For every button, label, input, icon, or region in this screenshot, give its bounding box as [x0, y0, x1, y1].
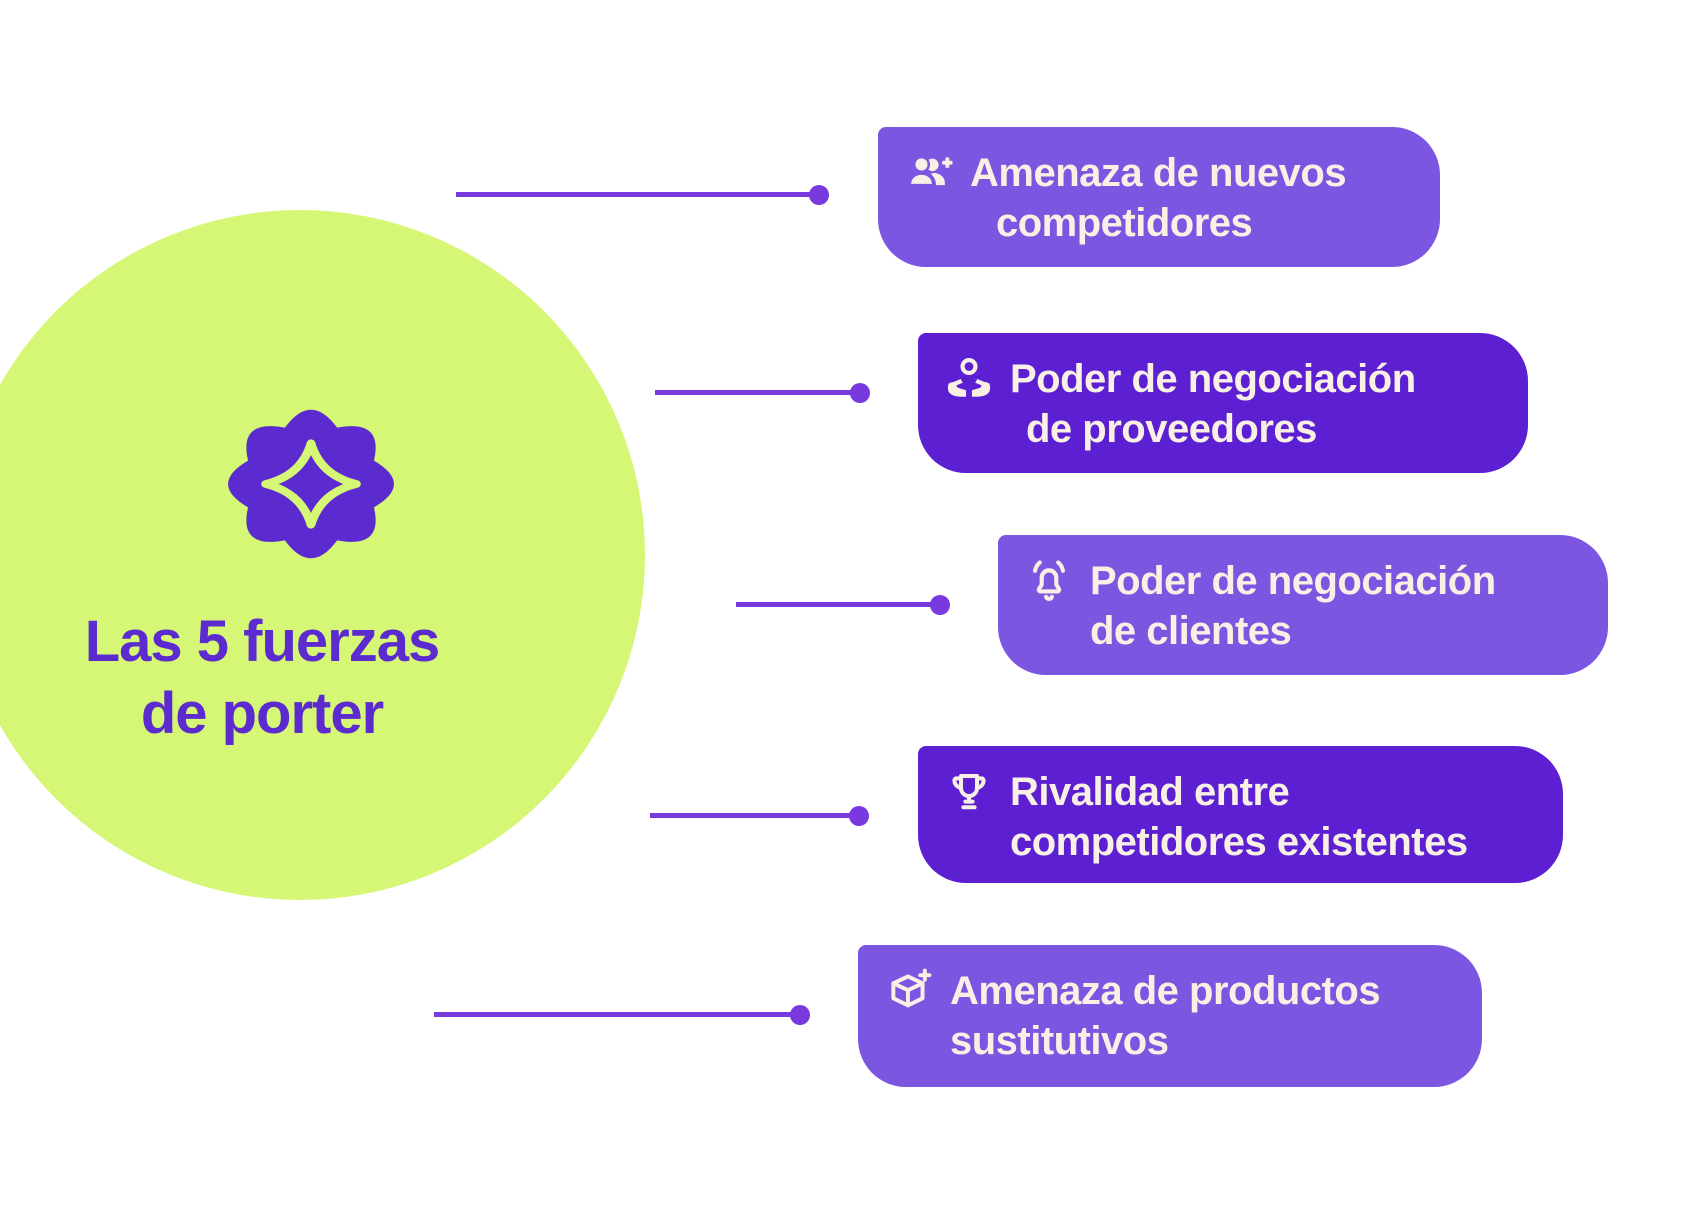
- force-box-nuevos-competidores: Amenaza de nuevos competidores: [878, 127, 1440, 267]
- diagram-title: Las 5 fuerzas de porter: [12, 606, 512, 750]
- force-label: Poder de negociación de clientes: [1090, 556, 1496, 656]
- connector-dot: [849, 806, 869, 826]
- force-label-line-2: de proveedores: [1026, 407, 1317, 451]
- connector-line: [655, 390, 860, 395]
- trophy-icon: [944, 767, 994, 817]
- force-label: Amenaza de nuevos competidores: [970, 148, 1347, 248]
- force-label-line-1: Amenaza de productos: [950, 969, 1381, 1013]
- connector-line: [456, 192, 819, 197]
- force-label-line-1: Poder de negociación: [1010, 357, 1416, 401]
- connector-line: [736, 602, 940, 607]
- force-label: Rivalidad entre competidores existentes: [1010, 767, 1468, 867]
- force-box-proveedores: Poder de negociación de proveedores: [918, 333, 1528, 473]
- package-plus-icon: [884, 966, 934, 1016]
- user-add-icon: [904, 148, 954, 198]
- connector-dot: [809, 185, 829, 205]
- force-label-line-2: competidores existentes: [1010, 820, 1468, 864]
- force-label-line-1: Poder de negociación: [1090, 559, 1496, 603]
- bell-icon: [1024, 556, 1074, 606]
- force-label-line-1: Amenaza de nuevos: [970, 151, 1347, 195]
- force-label-line-2: sustitutivos: [950, 1019, 1169, 1063]
- connector-dot: [930, 595, 950, 615]
- badge-star-icon: [215, 398, 407, 570]
- force-label: Amenaza de productos sustitutivos: [950, 966, 1381, 1066]
- title-line-1: Las 5 fuerzas: [84, 609, 441, 674]
- force-box-clientes: Poder de negociación de clientes: [998, 535, 1608, 675]
- connector-line: [434, 1012, 800, 1017]
- connector-dot: [850, 383, 870, 403]
- force-label-line-2: competidores: [996, 201, 1253, 245]
- force-box-sustitutivos: Amenaza de productos sustitutivos: [858, 945, 1482, 1087]
- force-label-line-1: Rivalidad entre: [1010, 770, 1290, 814]
- force-label-line-2: de clientes: [1090, 609, 1292, 653]
- connector-dot: [790, 1005, 810, 1025]
- connector-line: [650, 813, 859, 818]
- hands-holding-person-icon: [944, 354, 994, 404]
- force-box-rivalidad: Rivalidad entre competidores existentes: [918, 746, 1563, 883]
- force-label: Poder de negociación de proveedores: [1010, 354, 1416, 454]
- title-line-2: de porter: [140, 681, 384, 746]
- center-circle: [0, 210, 645, 900]
